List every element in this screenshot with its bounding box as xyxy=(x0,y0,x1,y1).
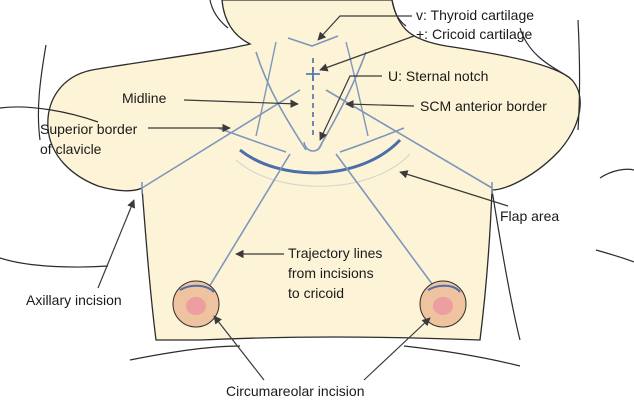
clavicle-label-line1: Superior border xyxy=(40,121,138,137)
axillary-leader xyxy=(97,199,136,289)
flap-area-label: Flap area xyxy=(500,208,560,224)
thyroid-leader xyxy=(317,15,412,41)
thyroid-v-mark xyxy=(287,35,339,47)
trajectory-label-line3: to cricoid xyxy=(288,285,345,301)
right-lower-contour xyxy=(595,249,634,263)
left-inner-neck-line xyxy=(255,41,277,137)
cricoid-cartilage-label: +: Cricoid cartilage xyxy=(416,26,533,42)
right-areola-incision xyxy=(427,284,461,293)
trajectory-label-line1: Trajectory lines xyxy=(288,245,383,261)
scm-leader xyxy=(345,100,415,109)
flap-leader xyxy=(399,170,509,207)
circumareolar-leader-left xyxy=(213,315,265,381)
lower-torso-contour xyxy=(129,345,241,361)
clavicle-label-line2: of clavicle xyxy=(40,141,102,157)
flap-arc xyxy=(239,138,402,175)
sternal-notch-mark xyxy=(303,141,323,152)
right-inner-neck-line xyxy=(345,41,369,137)
left-axillary-trajectory xyxy=(141,89,301,189)
trajectory-label-line2: from incisions xyxy=(288,265,374,281)
left-arm-contour xyxy=(0,106,99,123)
left-arm-contour-2 xyxy=(37,44,47,141)
lower-torso-contour-2 xyxy=(403,345,521,367)
left-areola-incision xyxy=(179,284,215,293)
right-areolar-trajectory xyxy=(335,153,439,293)
axillary-incision-label: Axillary incision xyxy=(26,292,122,308)
right-shoulder-contour xyxy=(577,19,581,131)
left-nipple xyxy=(186,297,206,315)
head-contour xyxy=(209,0,229,29)
right-scm-line xyxy=(317,51,367,151)
chin-contour xyxy=(391,0,407,27)
sternal-notch-leader xyxy=(319,75,382,141)
midline-leader xyxy=(183,99,299,108)
right-clavicle-line xyxy=(339,127,405,153)
right-side-contour xyxy=(491,189,521,341)
right-outer-contour xyxy=(599,168,634,179)
left-lower-contour xyxy=(0,257,109,268)
midline-label: Midline xyxy=(122,90,167,106)
left-scm-line xyxy=(255,51,307,151)
circumareolar-leader-right xyxy=(363,317,431,381)
torso-silhouette xyxy=(47,0,581,341)
sternal-notch-label: U: Sternal notch xyxy=(388,68,489,84)
left-areolar-trajectory xyxy=(205,153,291,293)
cricoid-leader xyxy=(319,35,415,72)
thyroid-cartilage-label: v: Thyroid cartilage xyxy=(416,7,535,23)
circumareolar-incision-label: Circumareolar incision xyxy=(226,383,365,399)
right-arm-contour xyxy=(519,27,571,79)
scm-anterior-border-label: SCM anterior border xyxy=(420,98,547,114)
right-nipple xyxy=(433,297,453,315)
flap-arc-shadow xyxy=(235,153,411,187)
